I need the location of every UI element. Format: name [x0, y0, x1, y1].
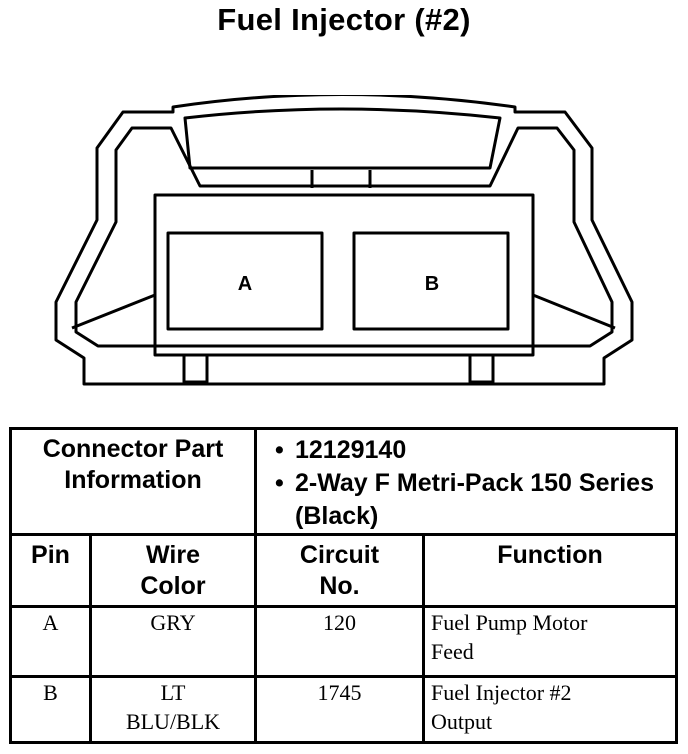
connector-face [153, 193, 535, 357]
cavity-a-label: A [238, 273, 252, 295]
wire-color-cell: LT BLU/BLK [89, 675, 257, 744]
part-info-values: • 12129140 • 2-Way F Metri-Pack 150 Seri… [254, 427, 678, 536]
circuit-no-cell: 1745 [254, 675, 425, 744]
connector-foot-right [468, 353, 495, 384]
cavity-b-label: B [425, 273, 439, 295]
connector-face-drawing: A B [54, 95, 634, 386]
column-header-circuit-no: Circuit No. [254, 533, 425, 608]
connector-lock-tab [310, 170, 372, 188]
column-header-row: Pin Wire Color Circuit No. Function [9, 533, 678, 608]
diagram-title: Fuel Injector (#2) [217, 2, 471, 37]
cavity-a [166, 231, 324, 331]
cavity-b [352, 231, 510, 331]
bullet-icon: • [275, 436, 284, 464]
pin-cell: A [9, 605, 92, 678]
part-info-header-line1: Connector Part [42, 435, 224, 463]
table-row: A GRY 120 Fuel Pump Motor Feed [9, 605, 678, 678]
function-cell: Fuel Injector #2 Output [422, 675, 678, 744]
bullet-icon: • [275, 469, 284, 497]
column-header-function: Function [422, 533, 678, 608]
connector-housing-outline [54, 95, 634, 386]
part-description: • 2-Way F Metri-Pack 150 Series (Black) [275, 469, 654, 530]
part-number: • 12129140 [275, 434, 669, 467]
wire-color-cell: GRY [89, 605, 257, 678]
connector-latch [183, 107, 502, 170]
function-cell: Fuel Pump Motor Feed [422, 605, 678, 678]
table-row: B LT BLU/BLK 1745 Fuel Injector #2 Outpu… [9, 675, 678, 744]
circuit-no-cell: 120 [254, 605, 425, 678]
column-header-pin: Pin [9, 533, 92, 608]
part-info-row: Connector Part Information • 12129140 • … [9, 427, 678, 536]
part-info-header-line2: Information [64, 466, 202, 494]
connector-info-table: Connector Part Information • 12129140 • … [9, 427, 678, 744]
connector-foot-left [182, 353, 209, 384]
pin-cell: B [9, 675, 92, 744]
column-header-wire-color: Wire Color [89, 533, 257, 608]
part-info-header: Connector Part Information [9, 427, 257, 536]
